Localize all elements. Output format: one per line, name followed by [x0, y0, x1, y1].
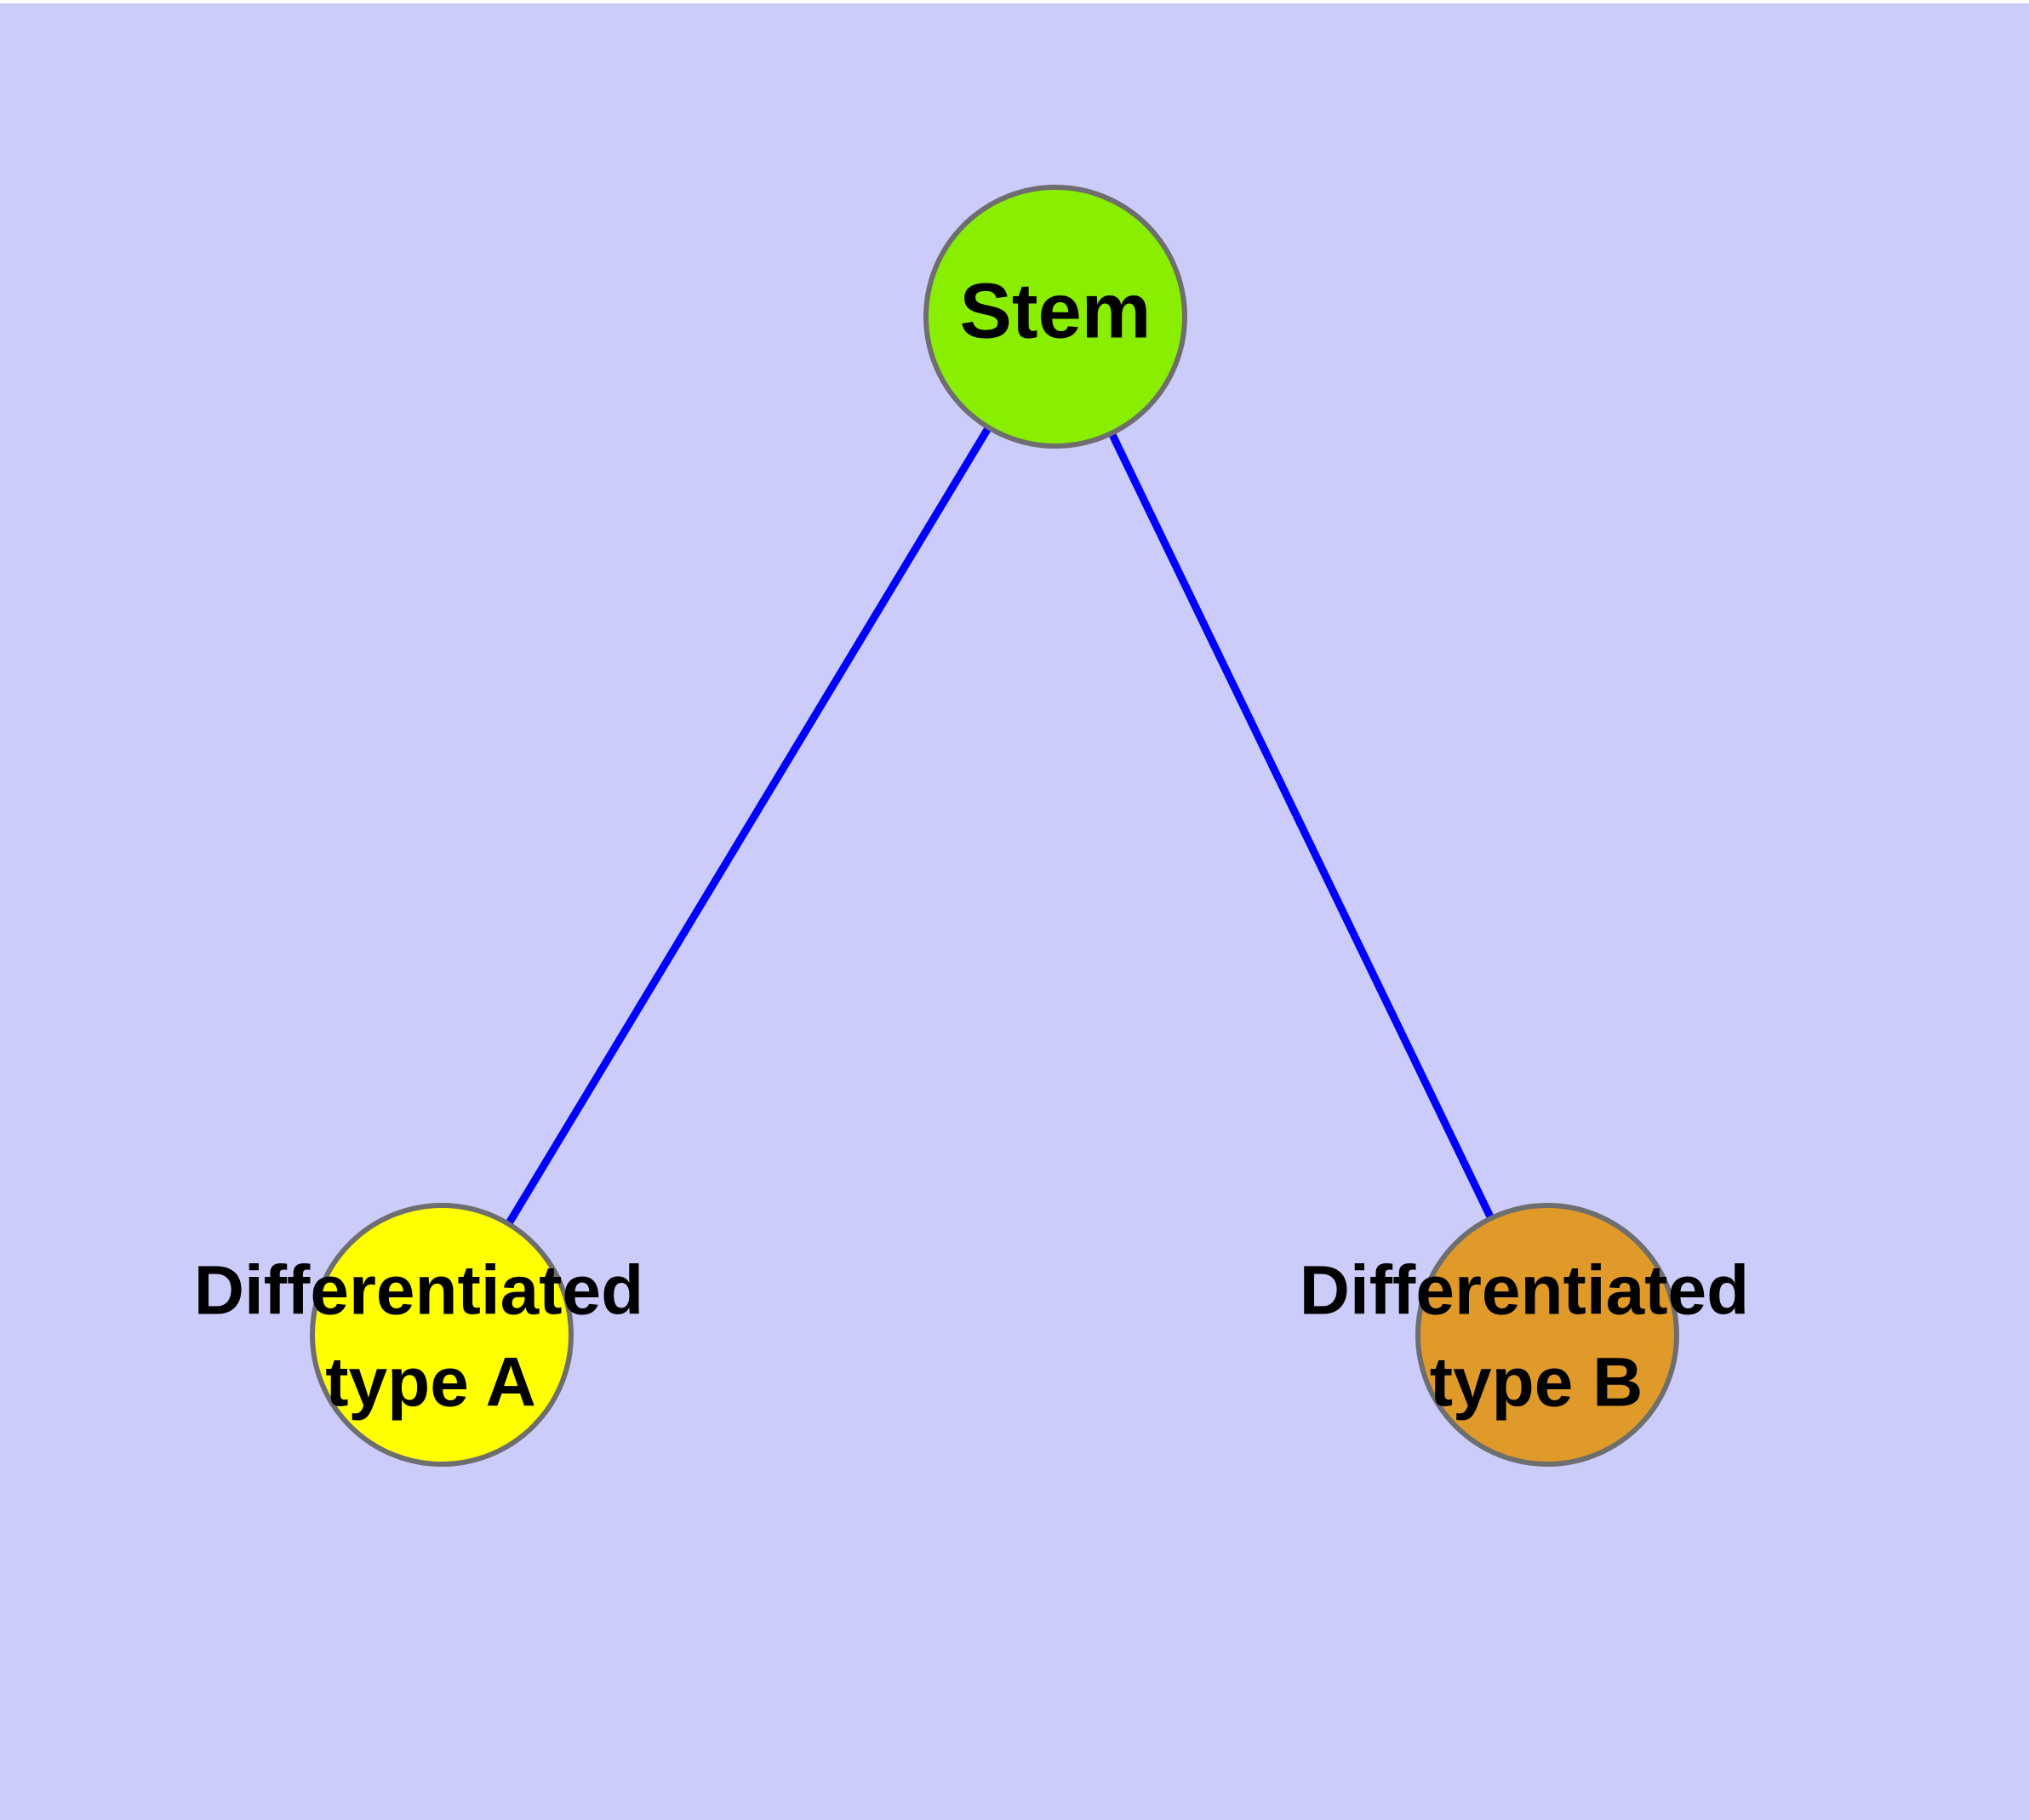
node-differentiated-type-a[interactable] [310, 1203, 574, 1467]
node-differentiated-type-a-circle[interactable] [310, 1203, 574, 1467]
node-differentiated-type-b[interactable] [1415, 1203, 1679, 1467]
edge-layer [503, 422, 1496, 1229]
edge-stem-to-differentiated-type-a[interactable] [503, 422, 994, 1229]
node-differentiated-type-a-label-line1: Differentiated [194, 1252, 644, 1330]
node-differentiated-type-b-label-line2: type B [1430, 1344, 1643, 1422]
node-differentiated-type-b-circle[interactable] [1415, 1203, 1679, 1467]
node-layer [310, 185, 1679, 1467]
node-differentiated-type-a-label-line2: type A [325, 1344, 536, 1422]
node-differentiated-type-b-label-line1: Differentiated [1300, 1252, 1750, 1330]
label-layer: Stem Differentiated type A Differentiate… [194, 267, 1750, 1421]
node-stem-circle[interactable] [923, 185, 1187, 449]
edge-stem-to-differentiated-type-b[interactable] [1106, 428, 1496, 1223]
node-stem-label: Stem [960, 267, 1152, 354]
node-stem[interactable] [923, 185, 1187, 449]
